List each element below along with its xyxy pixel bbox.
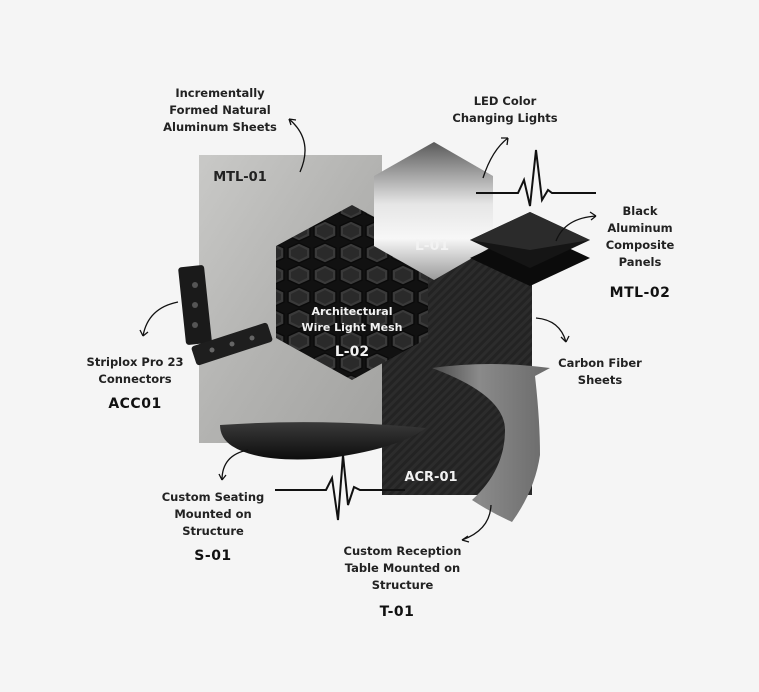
tag-aluminum: MTL-01 — [213, 170, 267, 185]
arrow-led — [482, 137, 509, 179]
code-connectors: ACC01 — [108, 396, 162, 412]
custom-seating-shape — [220, 422, 426, 460]
label-composite-panels: Black Aluminum Composite Panels — [605, 204, 675, 269]
composite-panels — [470, 212, 590, 286]
label-connectors: Striplox Pro 23 Connectors — [86, 355, 184, 386]
striplox-connectors — [178, 265, 273, 366]
led-hexagon — [374, 142, 493, 280]
label-carbon-fiber: Carbon Fiber Sheets — [558, 356, 642, 387]
arrow-carbon — [535, 317, 567, 343]
arrow-connectors — [142, 301, 179, 337]
label-reception-table: Custom Reception Table Mounted on Struct… — [343, 544, 462, 592]
arrow-aluminum — [288, 118, 306, 173]
arrow-composite — [555, 215, 597, 242]
code-seating: S-01 — [194, 548, 232, 564]
code-reception-table: T-01 — [379, 604, 415, 620]
code-composite-panels: MTL-02 — [609, 285, 671, 301]
tag-mesh-name: Architectural Wire Light Mesh — [301, 305, 403, 334]
tag-carbon: ACR-01 — [404, 470, 458, 485]
label-led-lights: LED Color Changing Lights — [452, 94, 558, 125]
label-seating: Custom Seating Mounted on Structure — [161, 490, 265, 538]
reception-table-shape — [432, 364, 550, 522]
label-aluminum-sheets: Incrementally Formed Natural Aluminum Sh… — [163, 86, 277, 134]
arrow-table — [461, 504, 492, 541]
tag-mesh-code: L-02 — [334, 344, 370, 360]
arrow-seating — [221, 449, 249, 481]
tag-led: L-01 — [414, 238, 450, 254]
heartbeat-line-top — [476, 149, 596, 207]
heartbeat-line-bottom — [275, 454, 405, 521]
